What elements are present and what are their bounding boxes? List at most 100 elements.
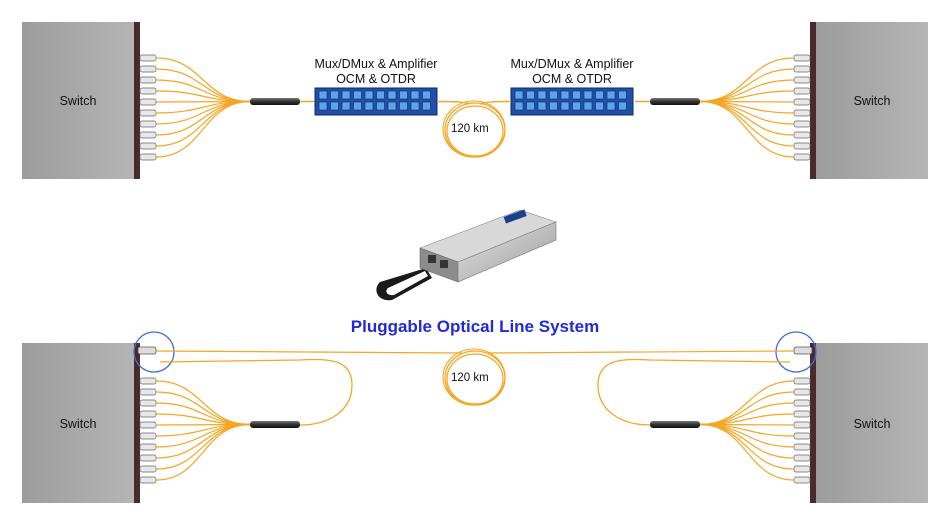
mux-port: [353, 101, 362, 111]
top-left-mux-unit: [314, 87, 438, 116]
connector-port: [793, 377, 811, 385]
bottom-left-pluggable-highlight: [133, 331, 175, 373]
connector-port: [793, 388, 811, 396]
connector-port: [139, 443, 157, 451]
bottom-line-fiber: [155, 348, 795, 406]
connector-port: [793, 153, 811, 161]
top-system: [22, 22, 928, 179]
mux-port: [583, 90, 593, 100]
connector-port: [793, 65, 811, 73]
bottom-right-switch: [793, 343, 928, 503]
top-left-trunk-cable: [250, 98, 315, 105]
fiber-strand: [699, 380, 795, 426]
top-right-switch-label: Switch: [853, 94, 891, 108]
mux-port: [341, 101, 351, 111]
fiber-strand: [699, 402, 795, 426]
top-left-fiber-fanout: [155, 57, 251, 158]
connector-port: [139, 54, 157, 62]
mux-port: [549, 90, 558, 100]
mux-port: [376, 101, 385, 111]
fiber-strand: [699, 423, 795, 481]
top-right-mux-label: Mux/DMux & Amplifier OCM & OTDR: [492, 57, 652, 87]
mux-port: [387, 101, 397, 111]
bottom-right-trunk-cable: [650, 421, 700, 428]
fiber-strand: [699, 79, 795, 103]
connector-port: [139, 153, 157, 161]
connector-port: [793, 120, 811, 128]
mux-port: [537, 90, 547, 100]
mux-port: [353, 90, 362, 100]
bottom-right-client-loop: [597, 358, 791, 426]
connector-port: [139, 421, 157, 429]
fiber-strand: [699, 100, 795, 158]
bottom-fiber-distance-label: 120 km: [451, 372, 489, 384]
connector-port: [139, 465, 157, 473]
connector-port: [793, 131, 811, 139]
top-right-mux-label-line2: OCM & OTDR: [532, 72, 612, 86]
connector-port: [793, 76, 811, 84]
diagram-title: Pluggable Optical Line System: [350, 317, 600, 336]
mux-port: [318, 101, 328, 111]
top-right-switch: [793, 22, 928, 179]
mux-port: [572, 101, 581, 111]
fiber-strand: [699, 57, 795, 103]
connector-port: [793, 98, 811, 106]
bottom-right-switch-label: Switch: [853, 417, 891, 431]
connector-port: [139, 476, 157, 484]
connector-port: [139, 131, 157, 139]
bottom-right-pluggable-highlight: [775, 331, 817, 373]
connector-port: [793, 410, 811, 418]
mux-port: [583, 101, 593, 111]
mux-port: [410, 101, 420, 111]
fiber-strand: [155, 402, 251, 426]
mux-port: [572, 90, 581, 100]
connector-port: [139, 109, 157, 117]
mux-port: [606, 90, 616, 100]
connector-port: [139, 65, 157, 73]
bottom-system: [22, 331, 928, 503]
connector-port: [139, 410, 157, 418]
connector-port: [793, 399, 811, 407]
top-left-mux-label-line1: Mux/DMux & Amplifier: [314, 57, 438, 71]
connector-port: [793, 476, 811, 484]
mux-port: [606, 101, 616, 111]
qsfp-module-image: [376, 209, 557, 301]
connector-port: [139, 87, 157, 95]
mux-port: [618, 101, 627, 111]
top-left-switch-label: Switch: [59, 94, 97, 108]
connector-port: [139, 377, 157, 385]
connector-port: [139, 142, 157, 150]
bottom-left-switch-label: Switch: [59, 417, 97, 431]
mux-port: [330, 101, 339, 111]
mux-port: [514, 90, 524, 100]
connector-port: [139, 399, 157, 407]
mux-port: [514, 101, 524, 111]
connector-port: [793, 465, 811, 473]
connector-port: [793, 142, 811, 150]
fiber-strand: [155, 79, 251, 103]
connector-port: [793, 454, 811, 462]
connector-port: [139, 76, 157, 84]
mux-port: [537, 101, 547, 111]
top-right-fiber-fanout: [699, 57, 795, 158]
bottom-left-fiber-fanout: [155, 380, 251, 481]
top-left-mux-label-line2: OCM & OTDR: [336, 72, 416, 86]
fiber-strand: [155, 380, 251, 426]
bottom-left-client-loop: [159, 358, 353, 426]
mux-port: [341, 90, 351, 100]
mux-port: [595, 101, 604, 111]
fiber-strand: [155, 423, 251, 481]
mux-port: [318, 90, 328, 100]
top-fiber-distance-label: 120 km: [451, 123, 489, 135]
mux-port: [526, 101, 535, 111]
mux-port: [364, 101, 374, 111]
connector-port: [793, 109, 811, 117]
connector-port: [139, 98, 157, 106]
top-left-switch: [22, 22, 157, 179]
connector-port: [793, 54, 811, 62]
connector-port: [139, 454, 157, 462]
mux-port: [422, 90, 431, 100]
top-right-mux-unit: [510, 87, 634, 116]
mux-port: [549, 101, 558, 111]
